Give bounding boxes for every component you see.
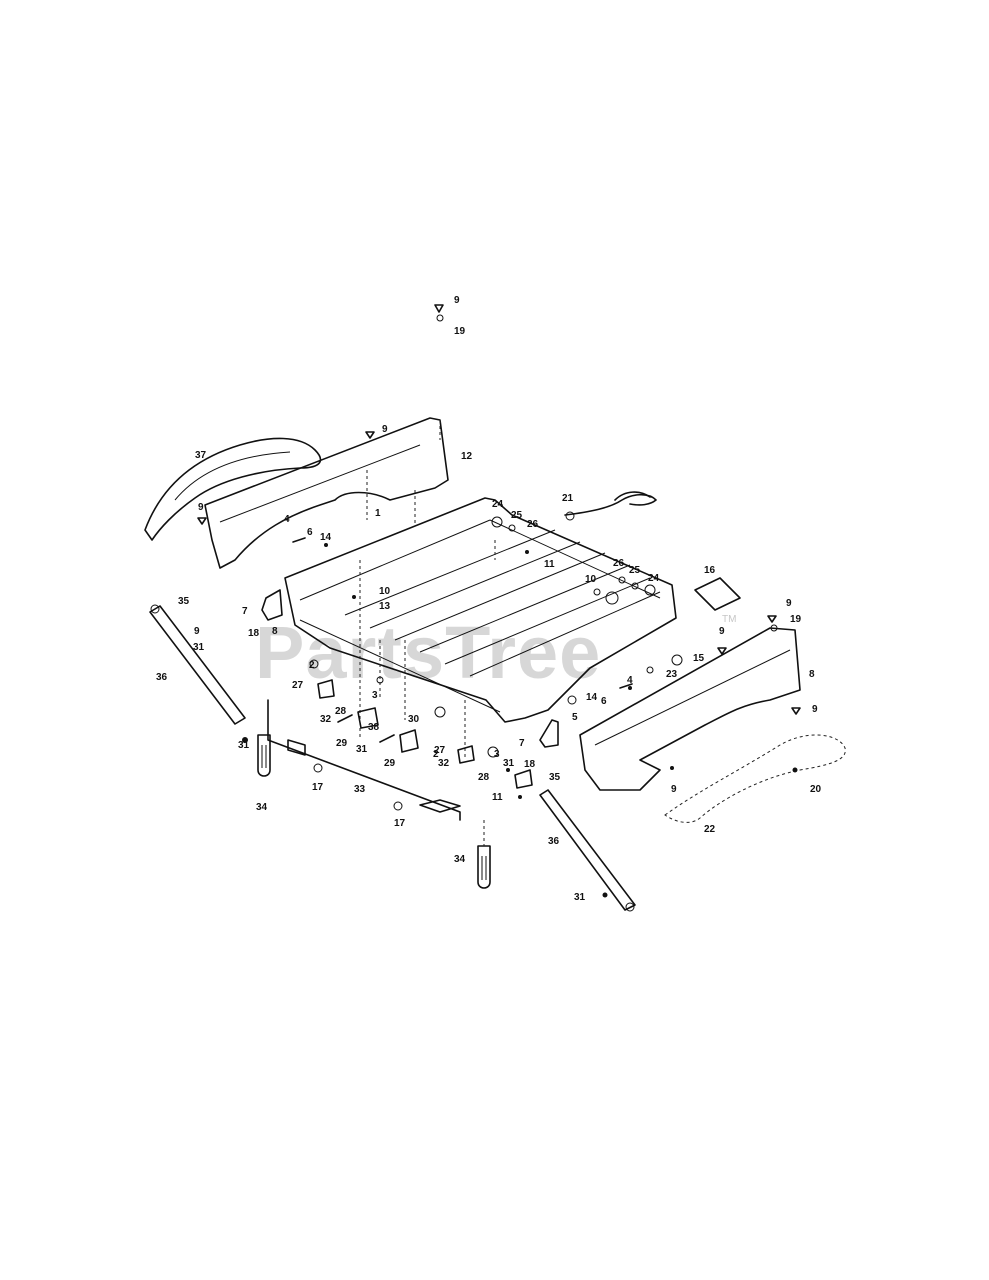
part-22-right-fender bbox=[664, 734, 846, 823]
callout-label: 29 bbox=[336, 738, 348, 749]
part-8-right-side-panel bbox=[579, 627, 801, 791]
callout-label: 26 bbox=[613, 558, 625, 569]
callout-label: 24 bbox=[492, 499, 504, 510]
callout-label: 4 bbox=[627, 675, 633, 686]
part-30-bracket bbox=[399, 729, 419, 753]
callout-label: 11 bbox=[544, 559, 555, 570]
part-34-right-grip bbox=[477, 820, 491, 889]
callout-label: 2 bbox=[309, 660, 315, 671]
callout-label: 36 bbox=[548, 836, 560, 847]
callout-label: 15 bbox=[693, 653, 705, 664]
callout-label: 31 bbox=[503, 758, 515, 769]
callout-label: 11 bbox=[492, 792, 503, 803]
callout-label: 18 bbox=[524, 759, 536, 770]
callout-label: 9 bbox=[198, 502, 204, 513]
part-12-left-side-panel bbox=[204, 417, 449, 569]
part-38-bracket bbox=[357, 707, 379, 729]
callout-label: 24 bbox=[648, 573, 660, 584]
part-32-bracket bbox=[457, 745, 475, 764]
callout-label: 1 bbox=[375, 508, 381, 519]
callout-label: 9 bbox=[786, 598, 792, 609]
callout-label: 9 bbox=[454, 295, 460, 306]
callout-label: 35 bbox=[549, 772, 561, 783]
callout-label: 35 bbox=[178, 596, 190, 607]
callout-label: 8 bbox=[809, 669, 815, 680]
callout-label: 4 bbox=[284, 514, 290, 525]
callout-label: 34 bbox=[256, 802, 268, 813]
callout-label: 36 bbox=[156, 672, 168, 683]
part-27-bracket bbox=[317, 679, 335, 699]
part-36-left-strut bbox=[149, 604, 248, 743]
part-21-cable bbox=[564, 491, 657, 521]
part-18-right-bracket bbox=[514, 769, 533, 789]
part-1-cargo-bed bbox=[284, 420, 677, 760]
callout-label: 31 bbox=[356, 744, 368, 755]
callout-label: 32 bbox=[438, 758, 450, 769]
callout-label: 28 bbox=[478, 772, 490, 783]
callout-label: 10 bbox=[585, 574, 597, 585]
callout-label: 9 bbox=[382, 424, 388, 435]
callout-label: 30 bbox=[408, 714, 420, 725]
callout-label: 25 bbox=[511, 510, 523, 521]
callout-label: 7 bbox=[519, 738, 525, 749]
callout-label: 5 bbox=[572, 712, 578, 723]
part-33-rod bbox=[267, 699, 461, 821]
callout-label: 37 bbox=[195, 450, 207, 461]
callout-label: 8 bbox=[272, 626, 278, 637]
callout-label: 20 bbox=[810, 784, 822, 795]
callout-labels: 9 19 9 12 37 9 1 4 6 14 21 24 25 26 11 1… bbox=[156, 295, 822, 903]
callout-label: 7 bbox=[242, 606, 248, 617]
callout-label: 2 bbox=[433, 749, 439, 760]
watermark-trademark: TM bbox=[722, 614, 736, 625]
callout-label: 33 bbox=[354, 784, 366, 795]
callout-label: 34 bbox=[454, 854, 466, 865]
callout-label: 3 bbox=[372, 690, 378, 701]
callout-label: 9 bbox=[671, 784, 677, 795]
callout-label: 17 bbox=[394, 818, 406, 829]
part-36-right-strut bbox=[539, 789, 636, 912]
callout-label: 31 bbox=[193, 642, 205, 653]
part-16-decal bbox=[694, 577, 741, 611]
callout-label: 9 bbox=[812, 704, 818, 715]
callout-label: 29 bbox=[384, 758, 396, 769]
small-fasteners bbox=[197, 304, 801, 811]
callout-label: 32 bbox=[320, 714, 332, 725]
callout-label: 9 bbox=[719, 626, 725, 637]
callout-label: 28 bbox=[335, 706, 347, 717]
callout-label: 14 bbox=[586, 692, 598, 703]
callout-label: 6 bbox=[601, 696, 607, 707]
callout-label: 18 bbox=[248, 628, 260, 639]
callout-label: 31 bbox=[238, 740, 250, 751]
part-7-right-bracket bbox=[539, 719, 559, 748]
part-37-left-fender bbox=[144, 437, 322, 541]
callout-label: 21 bbox=[562, 493, 574, 504]
callout-label: 19 bbox=[790, 614, 802, 625]
callout-label: 16 bbox=[704, 565, 716, 576]
callout-label: 38 bbox=[368, 722, 380, 733]
callout-label: 31 bbox=[574, 892, 586, 903]
callout-label: 6 bbox=[307, 527, 313, 538]
part-34-left-grip bbox=[257, 734, 271, 777]
callout-label: 23 bbox=[666, 669, 678, 680]
callout-label: 27 bbox=[292, 680, 304, 691]
part-7-left-bracket bbox=[261, 589, 283, 621]
callout-label: 9 bbox=[194, 626, 200, 637]
callout-label: 27 bbox=[434, 745, 446, 756]
callout-label: 25 bbox=[629, 565, 641, 576]
callout-label: 26 bbox=[527, 519, 539, 530]
callout-label: 22 bbox=[704, 824, 716, 835]
callout-label: 19 bbox=[454, 326, 466, 337]
callout-label: 3 bbox=[494, 749, 500, 760]
callout-label: 17 bbox=[312, 782, 324, 793]
callout-label: 14 bbox=[320, 532, 332, 543]
callout-label: 13 bbox=[379, 601, 391, 612]
callout-label: 12 bbox=[461, 451, 473, 462]
callout-label: 10 bbox=[379, 586, 391, 597]
